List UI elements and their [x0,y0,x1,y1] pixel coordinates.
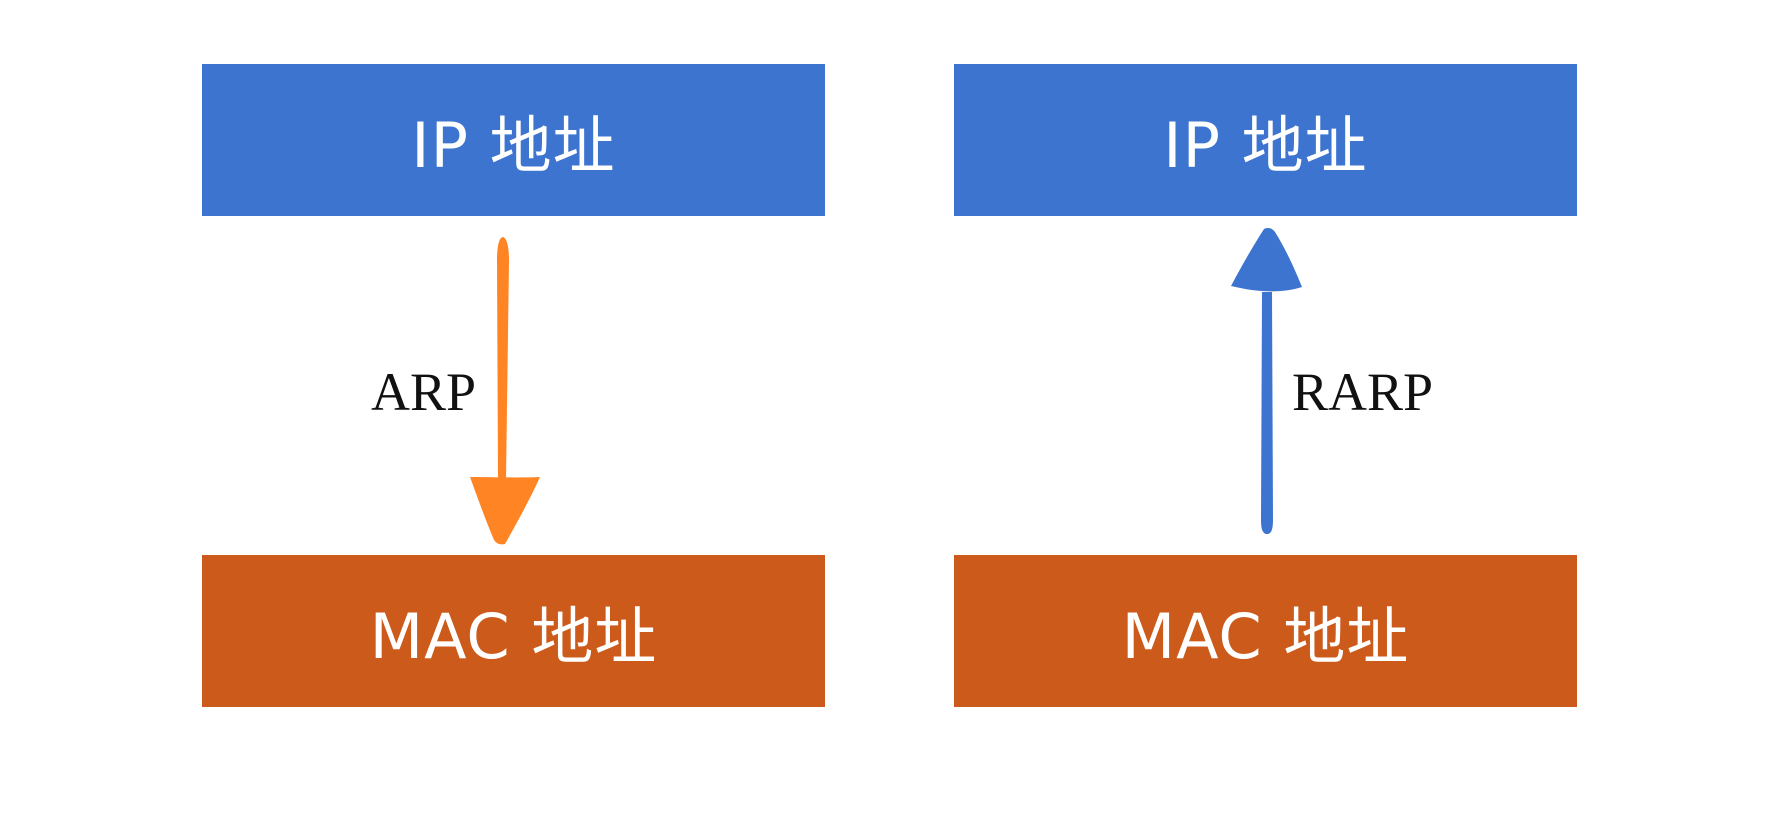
left-mac-address-label: MAC 地址 [369,600,658,673]
right-ip-address-box: IP 地址 [954,64,1577,216]
rarp-arrow-shaft [1261,292,1273,534]
left-ip-address-box: IP 地址 [202,64,825,216]
arp-arrow-shaft [497,237,509,485]
left-mac-address-box: MAC 地址 [202,555,825,707]
arp-down-arrow [470,237,540,545]
left-ip-address-label: IP 地址 [411,109,616,182]
arp-protocol-label: ARP [371,362,477,422]
arp-arrowhead [470,477,540,545]
rarp-protocol-label: RARP [1292,362,1434,422]
right-mac-address-label: MAC 地址 [1121,600,1410,673]
right-ip-address-label: IP 地址 [1163,109,1368,182]
right-mac-address-box: MAC 地址 [954,555,1577,707]
rarp-arrowhead [1231,228,1302,292]
